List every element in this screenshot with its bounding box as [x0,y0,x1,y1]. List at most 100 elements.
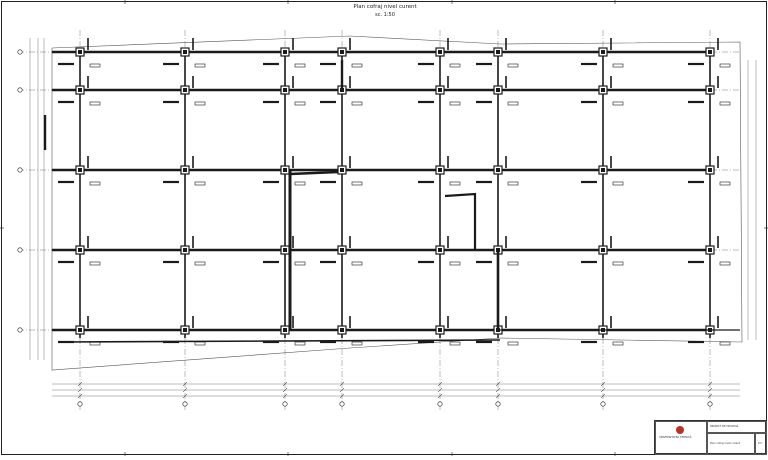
column-core [183,328,187,332]
dimension-tick [182,387,188,393]
column-core [183,50,187,54]
dimension-tick [182,381,188,387]
column-core [283,328,287,332]
beam-tag [351,101,363,106]
column-core [438,168,442,172]
core-wall [444,192,477,250]
beam-tag [194,181,206,186]
beam-tag [507,63,519,68]
axis-bubble [17,49,23,55]
title-block-logo-cell: UNIVERSITATEA TEHNICĂ [655,421,707,455]
axis-bubble [600,401,606,407]
beam-tag [612,181,624,186]
dimension-tick [77,381,83,387]
dimension-tick [339,393,345,399]
dimension-tick [600,381,606,387]
column-core [78,248,82,252]
dimension-tick [77,387,83,393]
column-core [340,50,344,54]
beam-tag [449,261,461,266]
axis-bubble [339,401,345,407]
column-core [438,50,442,54]
beam-tag [194,101,206,106]
dimension-tick [437,381,443,387]
axis-bubble [437,401,443,407]
column-core [283,248,287,252]
title-block-sheet-no-cell: P.3 [755,433,767,455]
column-core [438,88,442,92]
beam-tag [194,261,206,266]
title-block-sheet-name: Plan cofraj nivel curent [710,442,740,445]
title-block-project: PROIECT DE DIPLOMĂ [710,425,739,428]
column-core [340,168,344,172]
beam-tag [194,341,206,346]
axis-bubble [282,401,288,407]
beam-tag [351,181,363,186]
beam-tag [719,101,731,106]
axis-bubble [17,87,23,93]
dimension-tick [707,393,713,399]
axis-bubble [495,401,501,407]
column-core [708,88,712,92]
university-logo [676,426,684,434]
core-wall [289,170,339,176]
column-core [283,88,287,92]
column-core [183,88,187,92]
beam-tag [294,261,306,266]
beam-tag [89,101,101,106]
column-core [78,168,82,172]
beam-tag [449,181,461,186]
column-core [283,50,287,54]
column-core [340,328,344,332]
beam-tag [294,341,306,346]
dimension-tick [495,381,501,387]
column-core [183,248,187,252]
beam-tag [89,261,101,266]
axis-bubble [17,327,23,333]
beam-tag [719,181,731,186]
beam-tag [449,101,461,106]
edge-beam [59,339,501,343]
beam-tag [507,101,519,106]
beam-tag [351,63,363,68]
column-core [496,88,500,92]
dimension-tick [77,393,83,399]
axis-bubble [707,401,713,407]
beam-tag [612,261,624,266]
beam-tag [612,63,624,68]
dimension-tick [437,387,443,393]
dimension-tick [707,381,713,387]
column-core [283,168,287,172]
title-block-sheet-no: P.3 [758,442,762,445]
dimension-tick [282,387,288,393]
beam-tag [351,261,363,266]
title-block-project-cell: PROIECT DE DIPLOMĂ [707,421,767,433]
column-core [708,50,712,54]
column-core [601,168,605,172]
beam-tag [294,63,306,68]
title-block: UNIVERSITATEA TEHNICĂ PROIECT DE DIPLOMĂ… [654,420,767,455]
column-core [438,328,442,332]
column-core [708,168,712,172]
dimension-tick [600,393,606,399]
column-core [78,88,82,92]
dimension-tick [339,387,345,393]
beam-tag [507,341,519,346]
beam-tag [719,261,731,266]
beam-tag [89,63,101,68]
beam-tag [507,261,519,266]
drawing-scale: sc. 1:50 [375,12,395,18]
column-core [78,328,82,332]
title-block-sheet-name-cell: Plan cofraj nivel curent [707,433,755,455]
dimension-tick [495,387,501,393]
dimension-tick [707,387,713,393]
beam-tag [612,341,624,346]
beam-tag [449,341,461,346]
beam-tag [719,341,731,346]
column-core [496,168,500,172]
column-core [183,168,187,172]
